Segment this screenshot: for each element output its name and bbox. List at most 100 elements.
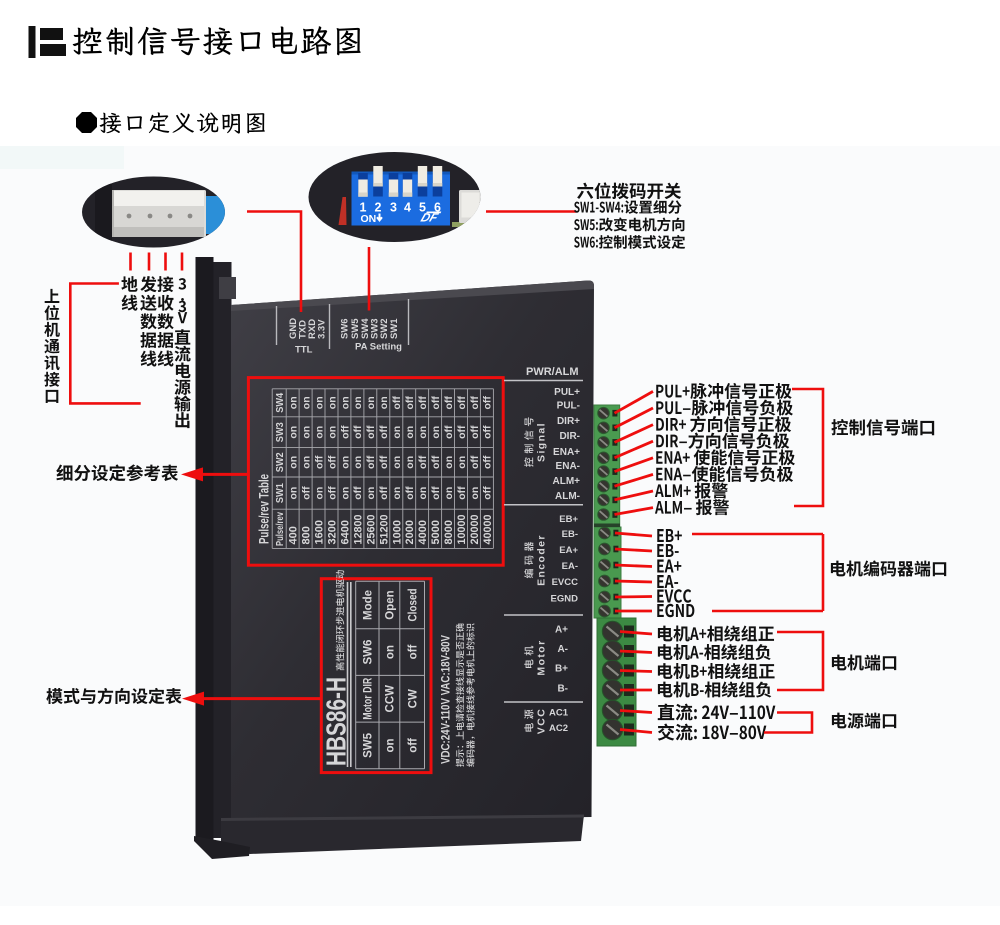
svg-text:VDC:24V-110V VAC:18V-80V: VDC:24V-110V VAC:18V-80V: [439, 634, 453, 764]
svg-text:off: off: [300, 486, 312, 500]
svg-text:off: off: [352, 486, 364, 500]
svg-text:4: 4: [404, 201, 411, 215]
svg-text:EA+: EA+: [559, 545, 578, 556]
svg-text:on: on: [352, 456, 364, 469]
svg-text:on: on: [417, 487, 429, 500]
svg-text:SW3: SW3: [274, 422, 286, 442]
svg-text:20000: 20000: [469, 515, 481, 545]
svg-text:off: off: [469, 425, 481, 439]
svg-text:12800: 12800: [352, 515, 364, 545]
svg-text:off: off: [469, 396, 481, 410]
svg-text:SW6: SW6: [339, 318, 350, 339]
svg-text:on: on: [313, 426, 325, 439]
svg-text:on: on: [313, 396, 325, 409]
svg-text:on: on: [385, 738, 397, 752]
svg-text:B-: B-: [557, 684, 568, 695]
svg-text:SW3: SW3: [369, 318, 380, 339]
svg-text:1000: 1000: [391, 520, 403, 544]
svg-text:GND: GND: [288, 318, 299, 339]
svg-text:Open: Open: [385, 590, 397, 619]
svg-text:3.3V: 3.3V: [316, 319, 327, 339]
svg-text:Motor: Motor: [536, 639, 548, 675]
svg-text:off: off: [430, 486, 442, 500]
svg-text:3200: 3200: [327, 520, 339, 544]
svg-text:on: on: [391, 456, 403, 469]
svg-text:on: on: [378, 396, 390, 409]
svg-text:on: on: [339, 396, 351, 409]
svg-text:off: off: [365, 425, 377, 439]
svg-text:SW2: SW2: [379, 318, 390, 339]
svg-text:off: off: [378, 486, 390, 500]
svg-text:5: 5: [419, 201, 426, 215]
svg-text:2: 2: [375, 201, 382, 215]
svg-text:on: on: [300, 456, 312, 469]
svg-text:on: on: [287, 487, 299, 500]
svg-text:ENA+: ENA+: [553, 447, 580, 458]
svg-text:off: off: [404, 486, 416, 500]
svg-text:DF: DF: [419, 211, 440, 225]
svg-text:ENA-: ENA-: [556, 461, 580, 472]
svg-text:AC1: AC1: [549, 707, 569, 718]
svg-text:EB-: EB-: [562, 529, 578, 540]
svg-text:400: 400: [288, 526, 300, 544]
svg-text:CCW: CCW: [385, 685, 397, 713]
svg-text:on: on: [469, 487, 481, 500]
svg-text:PA Setting: PA Setting: [355, 342, 402, 353]
svg-text:800: 800: [301, 526, 313, 544]
svg-text:SW5: SW5: [362, 732, 374, 758]
svg-text:SW4: SW4: [360, 318, 371, 339]
svg-text:on: on: [287, 396, 299, 409]
svg-text:on: on: [339, 487, 351, 500]
svg-text:AC2: AC2: [549, 723, 568, 734]
svg-text:off: off: [365, 455, 377, 469]
svg-text:off: off: [443, 396, 455, 410]
svg-text:SW2: SW2: [274, 452, 286, 472]
svg-text:TTL: TTL: [295, 345, 313, 356]
svg-text:off: off: [339, 425, 351, 439]
svg-text:on: on: [300, 396, 312, 409]
svg-text:EVCC: EVCC: [552, 577, 579, 588]
svg-text:6400: 6400: [339, 520, 351, 544]
svg-text:off: off: [313, 455, 325, 469]
svg-text:on: on: [300, 426, 312, 439]
svg-text:on: on: [326, 396, 338, 409]
svg-text:on: on: [443, 456, 455, 469]
svg-text:on: on: [365, 487, 377, 500]
svg-text:off: off: [456, 486, 468, 500]
svg-text:off: off: [326, 455, 338, 469]
svg-text:on: on: [430, 426, 442, 439]
svg-text:ALM-: ALM-: [555, 491, 580, 502]
svg-text:on: on: [391, 426, 403, 439]
svg-text:off: off: [482, 425, 494, 439]
svg-text:off: off: [417, 455, 429, 469]
svg-text:off: off: [456, 425, 468, 439]
svg-text:Encoder: Encoder: [536, 534, 548, 586]
svg-text:A+: A+: [555, 625, 568, 636]
svg-text:HBS86-H: HBS86-H: [321, 677, 352, 766]
svg-text:off: off: [404, 396, 416, 410]
svg-text:A-: A-: [557, 644, 568, 655]
svg-text:25600: 25600: [365, 515, 377, 545]
svg-text:off: off: [326, 486, 338, 500]
svg-text:DIR+: DIR+: [557, 416, 580, 427]
svg-text:1600: 1600: [314, 520, 326, 544]
svg-text:off: off: [407, 645, 419, 660]
svg-text:PUL-: PUL-: [557, 401, 580, 412]
svg-text:on: on: [313, 487, 325, 500]
svg-text:Closed: Closed: [407, 589, 419, 622]
svg-text:off: off: [456, 396, 468, 410]
svg-text:SW6: SW6: [362, 640, 374, 665]
svg-text:4000: 4000: [417, 520, 429, 544]
svg-text:SW1: SW1: [274, 483, 286, 503]
svg-text:51200: 51200: [378, 515, 390, 545]
svg-text:ALM+: ALM+: [553, 476, 581, 487]
svg-text:on: on: [326, 426, 338, 439]
svg-text:on: on: [417, 426, 429, 439]
svg-text:PWR/ALM: PWR/ALM: [526, 366, 579, 378]
svg-text:off: off: [443, 425, 455, 439]
svg-text:EA-: EA-: [562, 561, 578, 572]
svg-text:SW5: SW5: [350, 318, 361, 339]
svg-text:DIR-: DIR-: [559, 431, 580, 442]
svg-text:on: on: [385, 645, 397, 659]
svg-text:ON: ON: [361, 213, 377, 225]
